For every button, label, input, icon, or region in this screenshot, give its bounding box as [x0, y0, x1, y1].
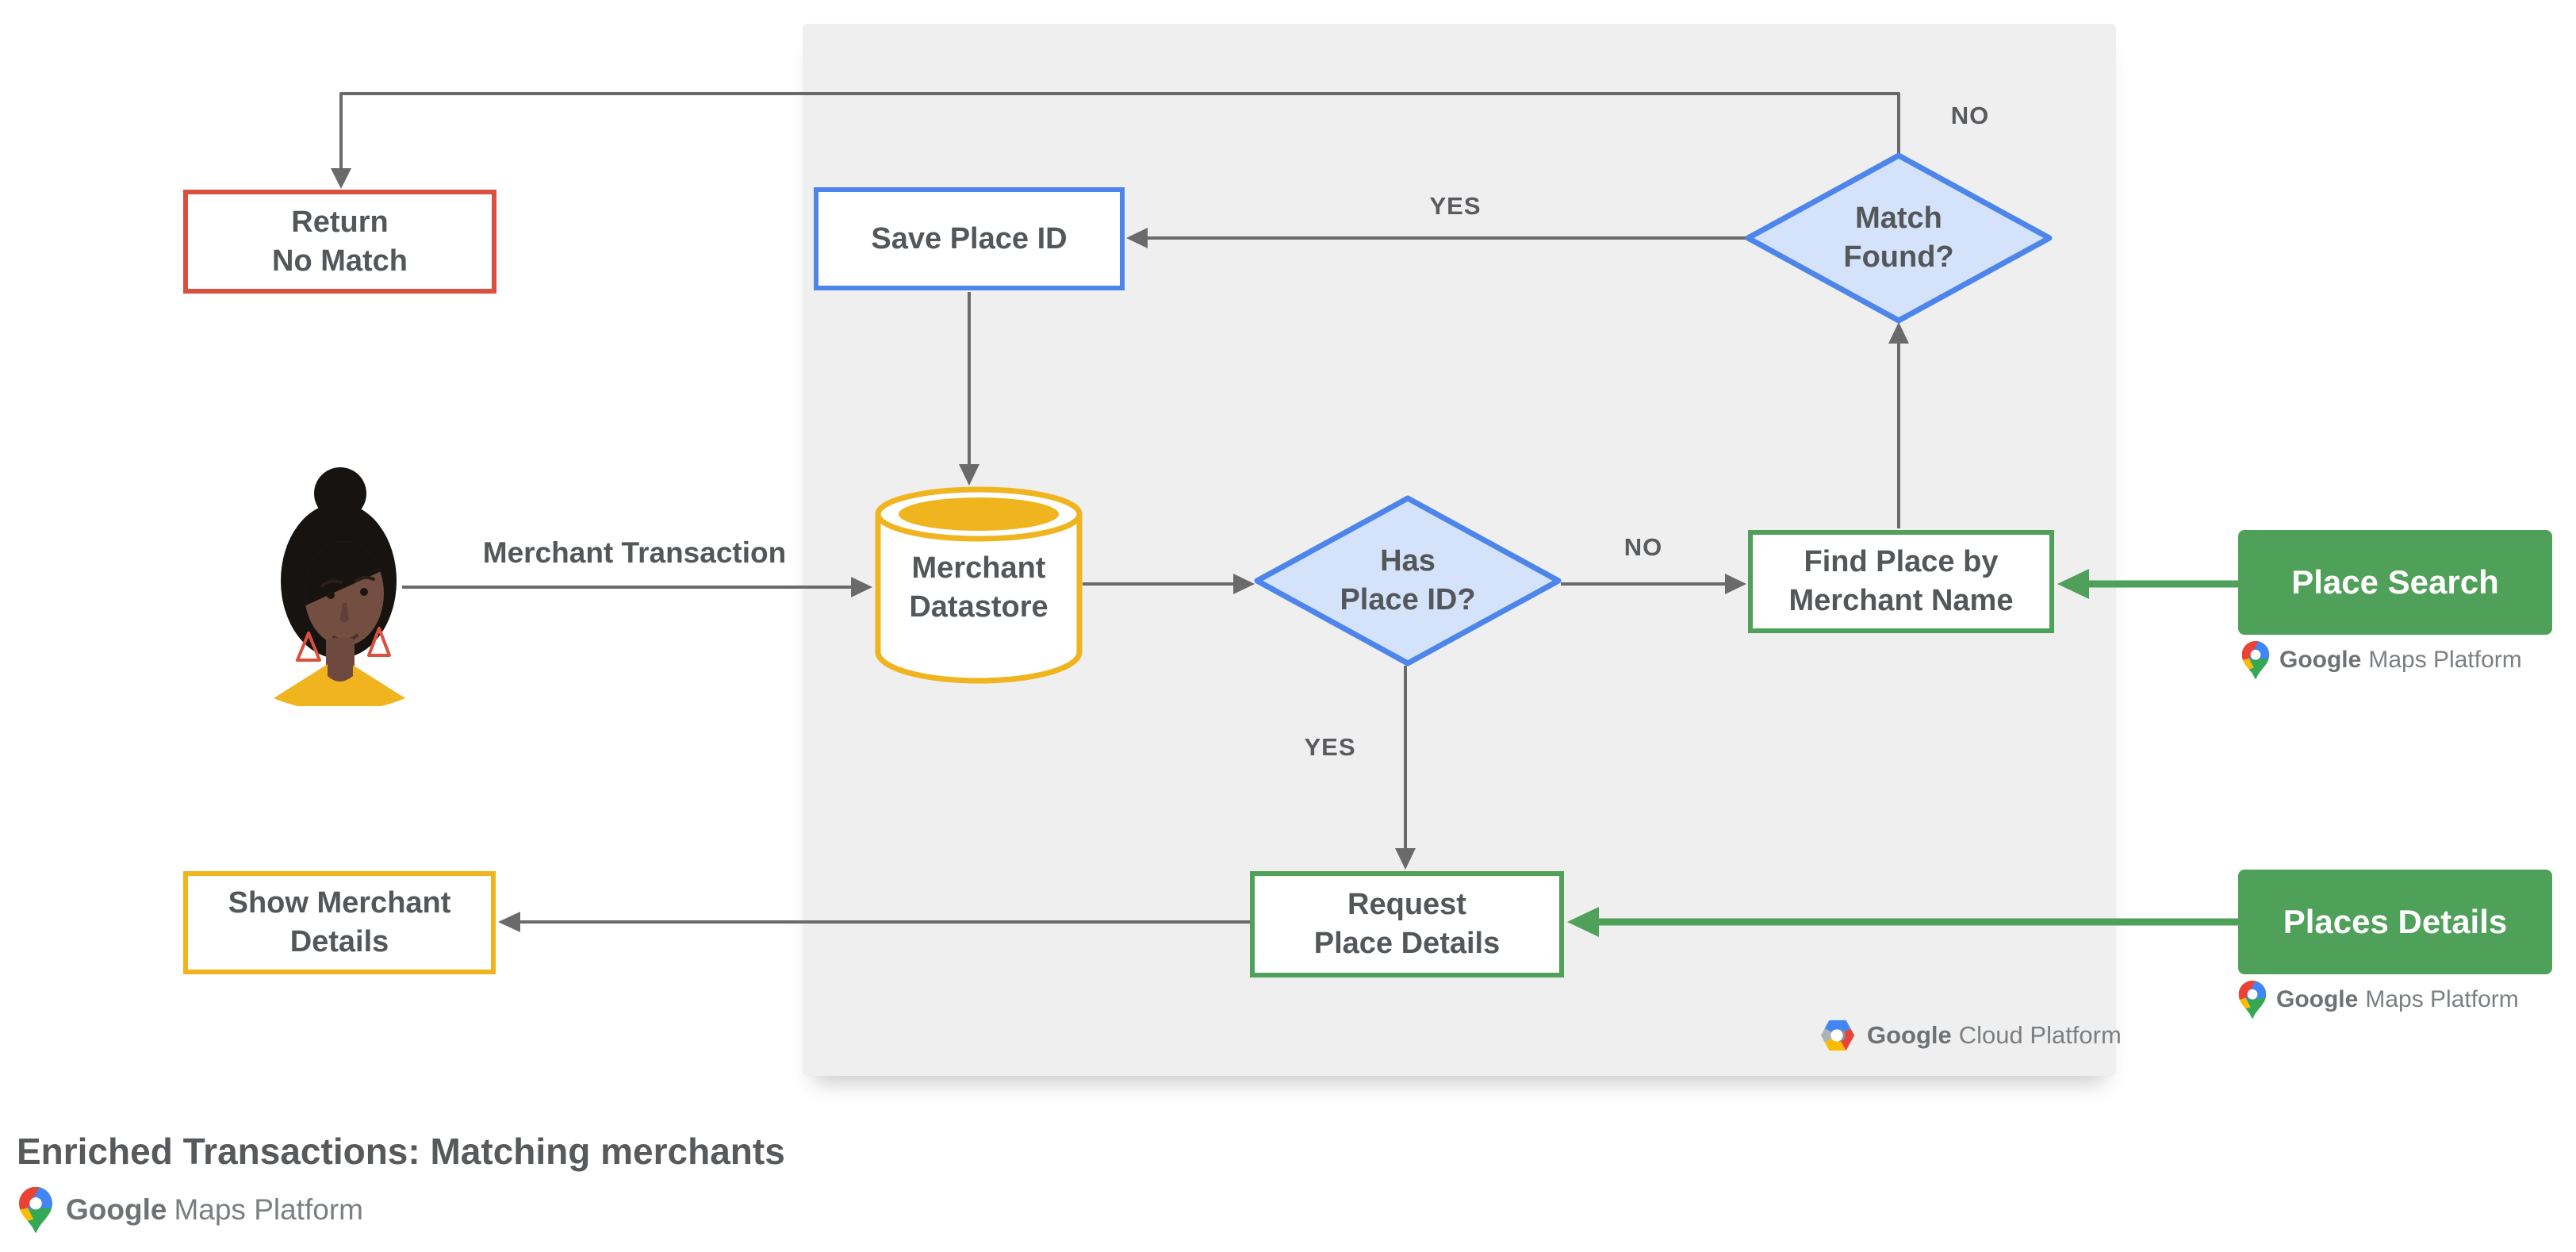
gmp-brand-text: Google [2279, 647, 2362, 673]
place-search-box: Place Search [2238, 530, 2552, 635]
find-place-by-merchant-name-box: Find Place by Merchant Name [1748, 530, 2054, 633]
maps-pin-icon [19, 1186, 52, 1233]
gray-arrowheads [331, 168, 1909, 932]
request-place-details-box: Request Place Details [1250, 871, 1564, 977]
green-arrowheads [1567, 569, 2089, 937]
save-place-id-box: Save Place ID [814, 187, 1125, 290]
maps-pin-icon [2238, 981, 2267, 1019]
user-avatar [274, 467, 405, 706]
return-no-match-box: Return No Match [183, 190, 496, 294]
match-found-no-label: NO [1950, 102, 1990, 129]
gmp-product-text: Maps Platform [2368, 647, 2522, 673]
show-merchant-details-box: Show Merchant Details [183, 871, 496, 974]
maps-pin-icon [2241, 641, 2270, 679]
match-found-diamond [1745, 152, 2053, 324]
diagram-title: Enriched Transactions: Matching merchant… [17, 1131, 785, 1172]
gmp-brand-text: Google [66, 1193, 167, 1226]
gmp-brand-text: Google [2276, 986, 2359, 1012]
has-place-id-diamond [1254, 495, 1562, 666]
merchant-transaction-label: Merchant Transaction [482, 536, 787, 569]
has-place-id-no-label: NO [1623, 533, 1663, 561]
gcp-brand-text: Google [1867, 1021, 1952, 1049]
merchant-datastore-cylinder [875, 486, 1083, 684]
match-found-yes-label: YES [1429, 192, 1482, 220]
gmp-product-text: Maps Platform [2365, 986, 2519, 1012]
gcp-product-text: Cloud Platform [1958, 1021, 2122, 1049]
gmp-product-text: Maps Platform [174, 1193, 363, 1226]
cloud-hexagon-icon [1820, 1020, 1855, 1051]
places-details-box: Places Details [2238, 870, 2552, 974]
has-place-id-yes-label: YES [1304, 733, 1356, 761]
